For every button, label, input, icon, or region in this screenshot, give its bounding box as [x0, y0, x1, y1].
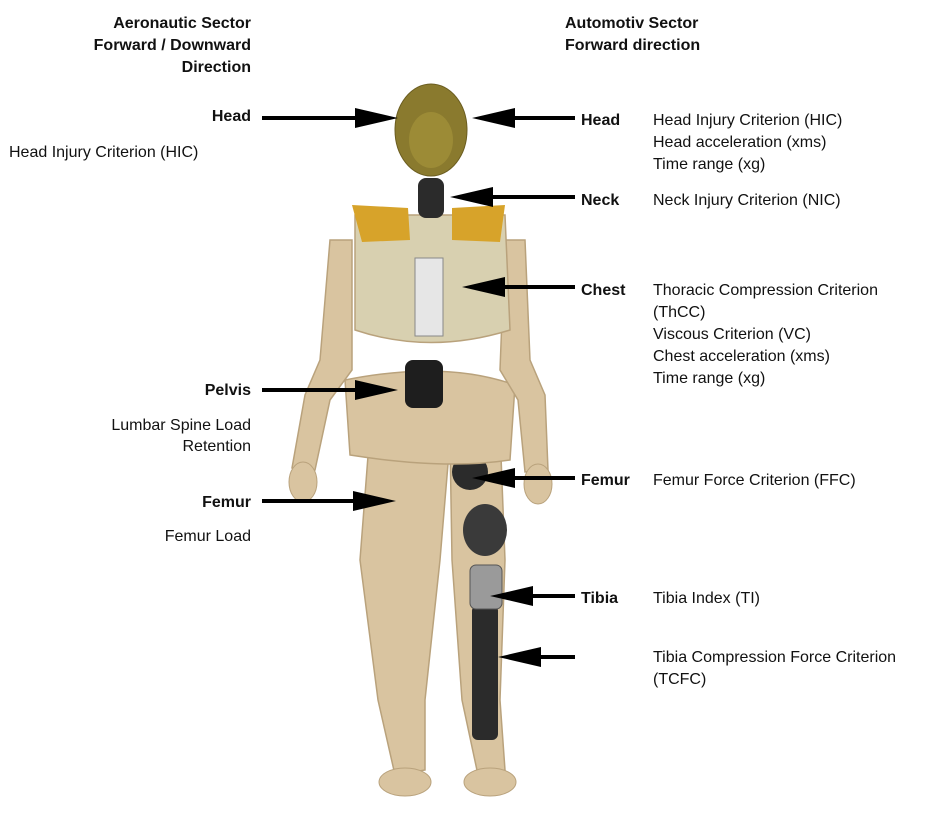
dummy-right-hand [289, 462, 317, 502]
dummy-left-foot [464, 768, 516, 796]
dummy-left-shoulder-pad [452, 205, 505, 242]
dummy-right-foot [379, 768, 431, 796]
dummy-tibia-tube [472, 605, 498, 740]
dummy-knee-joint [463, 504, 507, 556]
dummy-left-hand [524, 464, 552, 504]
crash-test-dummy [289, 84, 552, 796]
dummy-face [409, 112, 453, 168]
dummy-neck [418, 178, 444, 218]
arrow-left-head [262, 108, 398, 128]
dummy-right-shoulder-pad [352, 205, 410, 242]
dummy-chest-plate [415, 258, 443, 336]
dummy-lumbar-spine [405, 360, 443, 408]
dummy-right-leg [360, 430, 450, 775]
arrow-right-tibia-compression [498, 647, 575, 667]
arrow-right-neck [450, 187, 575, 207]
dummy-knee-load-cell [470, 565, 502, 609]
dummy-right-arm [292, 240, 352, 470]
arrow-right-head [472, 108, 575, 128]
